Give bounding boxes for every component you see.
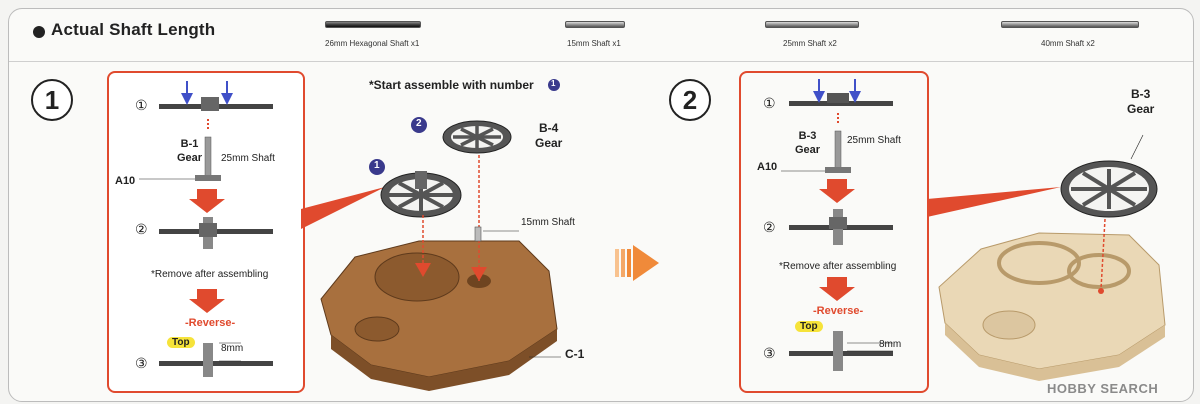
gear-b3-small-label: B-3 Gear [795,130,821,156]
substep-2-marker: ② [763,219,776,235]
shaft-25mm-icon [765,21,859,28]
watermark-text: HOBBY SEARCH [1047,381,1159,396]
substep-3-marker: ③ [763,345,776,361]
reverse-label: -Reverse- [813,305,864,317]
badge-2-icon [411,117,427,133]
shaft-25mm-label: 25mm Shaft x2 [783,39,837,48]
step1-gear-b1 [139,81,273,181]
measure-label: 8mm [221,343,244,354]
gear-b3-label: B-3 Gear [1127,87,1155,116]
start-badge-icon [548,79,560,91]
top-tag: Top [795,321,823,332]
badge-1-icon [369,159,385,175]
step2-substep3-gear [789,331,893,371]
shaft-15mm-icon [565,21,625,28]
shaft-40mm-label: 40mm Shaft x2 [1041,39,1095,48]
shaft-40mm-icon [1001,21,1139,28]
a10-label: A10 [115,175,136,187]
step-1-number: 1 [31,79,73,121]
base-c1-illustration [320,240,561,391]
shaft-26mm-label: 26mm Hexagonal Shaft x1 [325,39,420,48]
shaft-15mm-callout: 15mm Shaft [521,217,575,228]
badge-2-number: 2 [416,118,422,129]
step1-substep3-gear [159,342,273,377]
remove-note: *Remove after assembling [779,261,897,272]
substep-1-marker: ① [135,97,148,113]
callout-pointer [927,187,1061,217]
top-tag: Top [167,337,195,348]
step-2-number: 2 [669,79,711,121]
gear-b3-illustration [1060,134,1158,290]
down-arrow-icon [189,289,225,313]
shaft-26mm-icon [325,21,421,28]
base-tan-illustration [938,232,1166,381]
down-arrow-icon [819,179,855,203]
start-badge-number: 1 [551,79,556,88]
badge-1-number: 1 [374,160,380,171]
start-note: *Start assemble with number [369,78,534,92]
base-c1-label: C-1 [565,347,585,361]
callout-pointer [301,187,385,229]
bullet-icon [33,26,45,38]
section-title: Actual Shaft Length [51,20,216,39]
instruction-sheet: Actual Shaft Length 26mm Hexagonal Shaft… [8,8,1194,402]
shaft-15mm-label: 15mm Shaft x1 [567,39,621,48]
diagram-illustrations [139,79,1166,391]
gear-1-illustration [380,171,462,277]
shaft-25mm-callout: 25mm Shaft [847,135,901,146]
step1-substep2-gear [159,217,273,249]
reverse-label: -Reverse- [185,317,236,329]
shaft-25mm-callout: 25mm Shaft [221,153,275,164]
down-arrow-icon [819,277,855,301]
a10-label: A10 [757,161,778,173]
next-step-arrow-icon [615,245,659,281]
gear-2-illustration [442,120,519,281]
substep-3-marker: ③ [135,355,148,371]
shaft-length-header: Actual Shaft Length 26mm Hexagonal Shaft… [9,9,1193,62]
measure-label: 8mm [879,339,902,350]
step2-substep2-gear [789,209,893,245]
step2-gear-b3 [781,79,893,173]
gear-b1-label: B-1 Gear [177,138,203,164]
step-2-detail-box [739,71,929,393]
remove-note: *Remove after assembling [151,269,269,280]
substep-2-marker: ② [135,221,148,237]
gear-b4-label: B-4 Gear [535,121,563,150]
down-arrow-icon [189,189,225,213]
substep-1-marker: ① [763,95,776,111]
